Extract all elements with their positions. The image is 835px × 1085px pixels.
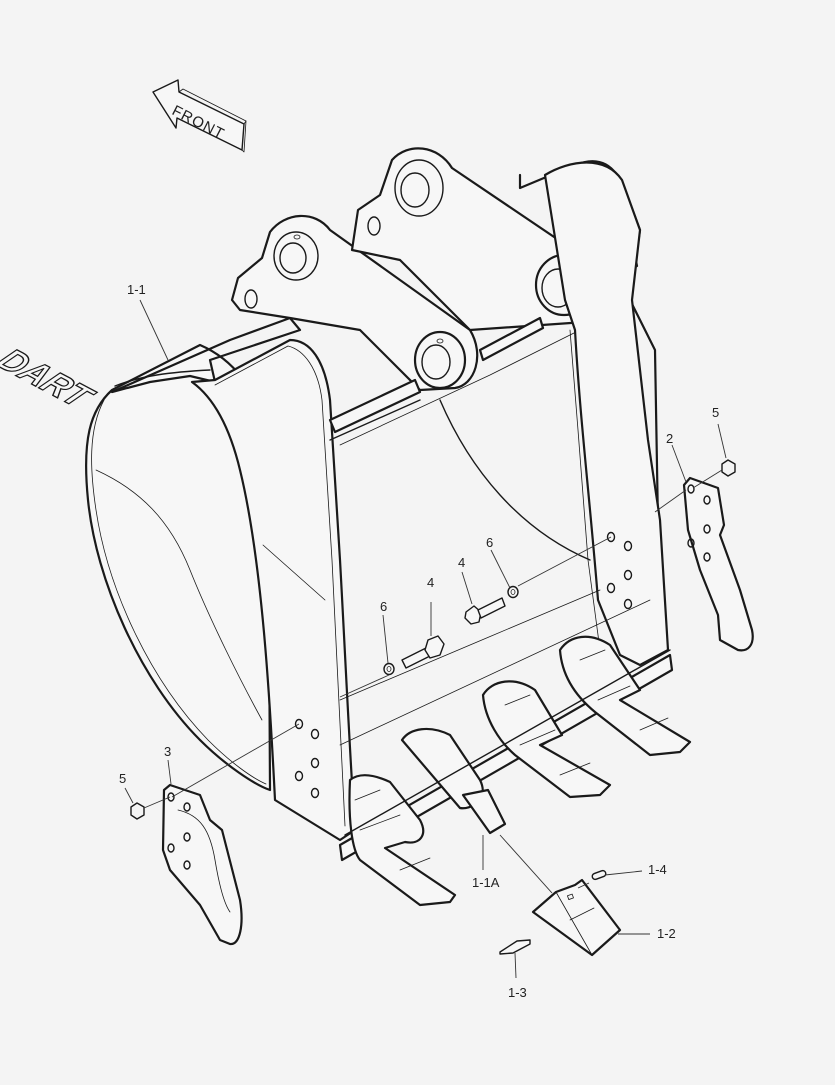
side-cutter-left [161, 783, 243, 946]
callout-1-4: 1-4 [648, 862, 667, 877]
tooth-point-exploded [531, 878, 622, 957]
callout-6a: 6 [380, 599, 388, 614]
nut-left [130, 802, 145, 820]
callout-1-1: 1-1 [127, 282, 146, 297]
washer-left [383, 662, 395, 676]
callout-4b: 4 [458, 555, 466, 570]
lock-pin [499, 939, 531, 955]
teeth-row [344, 635, 692, 907]
callout-4a: 4 [427, 575, 435, 590]
nut-right [721, 459, 736, 477]
front-arrow-icon [152, 79, 247, 153]
bolt-right [464, 597, 506, 625]
bucket-body [85, 147, 674, 862]
dart-logo: DART [0, 342, 103, 416]
side-cutter-right [682, 476, 754, 652]
retainer-pin [591, 869, 607, 881]
leader-lines [124, 299, 727, 979]
washer-right [507, 585, 519, 599]
callout-5b: 5 [712, 405, 720, 420]
callout-5a: 5 [119, 771, 127, 786]
bolt-left [401, 635, 445, 669]
callout-6b: 6 [486, 535, 494, 550]
logo-text: DART [0, 342, 103, 415]
callout-1-1A: 1-1A [472, 875, 500, 890]
callout-2: 2 [666, 431, 674, 446]
callout-3: 3 [164, 744, 172, 759]
callout-1-3: 1-3 [508, 985, 527, 1000]
callout-1-2: 1-2 [657, 926, 676, 941]
